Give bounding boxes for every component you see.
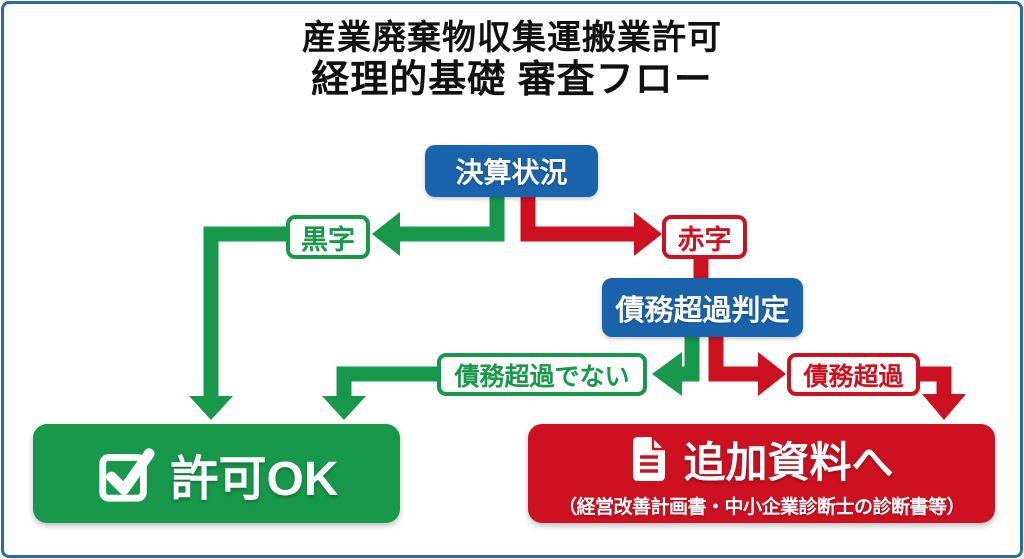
title-line-1: 産業廃棄物収集運搬業許可 bbox=[302, 19, 722, 57]
document-icon bbox=[629, 435, 669, 483]
title-line-2: 経理的基礎 審査フロー bbox=[311, 59, 713, 102]
node-saimu-choka-hantei: 債務超過判定 bbox=[602, 278, 803, 337]
arrow-choka-to-tsuika bbox=[916, 366, 966, 420]
result-tsuika-shiryo: 追加資料へ （経営改善計画書・中小企業診断士の診断書等） bbox=[528, 424, 995, 523]
result-ng-note: （経営改善計画書・中小企業診断士の診断書等） bbox=[557, 496, 966, 518]
arrow-denai-to-kyoka-ok bbox=[322, 366, 440, 420]
arrow-hantei-to-choka bbox=[708, 334, 786, 396]
result-ok-label: 許可OK bbox=[170, 452, 339, 506]
result-kyoka-ok: 許可OK bbox=[33, 424, 400, 523]
node-kessan-jokyo: 決算状況 bbox=[425, 145, 598, 197]
arrow-kessan-to-akaji bbox=[520, 193, 662, 256]
node-saimu-choka-denai: 債務超過でない bbox=[437, 353, 647, 396]
node-akaji: 赤字 bbox=[662, 215, 747, 259]
result-ng-label: 追加資料へ bbox=[683, 438, 894, 486]
node-saimu-choka: 債務超過 bbox=[787, 353, 920, 396]
page-title: 産業廃棄物収集運搬業許可 経理的基礎 審査フロー bbox=[0, 18, 1024, 103]
arrow-hantei-to-denai bbox=[652, 334, 700, 396]
arrow-kuroji-to-kyoka-ok bbox=[189, 226, 290, 420]
checkbox-check-icon bbox=[94, 444, 156, 504]
arrow-kessan-to-kuroji bbox=[372, 193, 505, 256]
node-kuroji: 黒字 bbox=[286, 215, 370, 259]
